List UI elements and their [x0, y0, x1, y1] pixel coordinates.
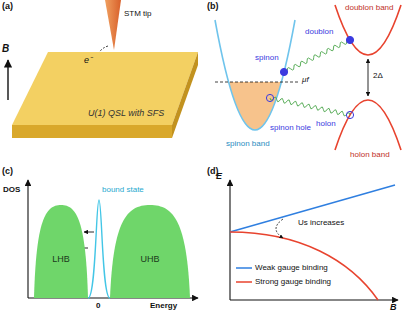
- annotation: Energy: [150, 302, 177, 310]
- legend-line: [236, 267, 252, 269]
- gap-arrow: [368, 59, 369, 96]
- panel-letter: (c): [2, 167, 13, 176]
- holon-band: [335, 100, 401, 150]
- legend-line: [236, 281, 252, 283]
- shape-face: [12, 52, 198, 125]
- annotation: holon band: [350, 151, 390, 159]
- legend-text: Strong gauge binding: [255, 278, 331, 286]
- hollow-particle: [266, 94, 273, 101]
- gauge-string: [270, 97, 350, 116]
- hubbard-band: UHB: [110, 205, 190, 298]
- panel-letter: (b): [207, 2, 219, 11]
- node-label: UHB: [140, 254, 159, 264]
- hollow-particle: [346, 111, 353, 118]
- doublon-band: [335, 5, 401, 55]
- annotation: B: [2, 44, 9, 54]
- annotation: B: [390, 303, 397, 312]
- weak-curve: [230, 185, 395, 232]
- annotation: μf: [302, 76, 309, 84]
- filled-particle: [346, 36, 353, 43]
- gauge-string: [284, 39, 350, 73]
- axis: [230, 299, 398, 300]
- axis: [229, 180, 230, 300]
- node-label: U(1) QSL with SFS: [88, 108, 164, 118]
- annotation: E: [216, 172, 222, 181]
- annotation: bound state: [102, 186, 144, 194]
- bound-state-peak: [88, 200, 110, 298]
- annotation: e⁻: [84, 56, 92, 65]
- shape-face: [12, 125, 172, 138]
- annotation: 0: [96, 302, 100, 310]
- shift-arrow: [84, 232, 94, 233]
- annotation: DOS: [3, 186, 20, 194]
- annotation: spinon band: [226, 140, 270, 148]
- node-shape: [34, 205, 88, 298]
- annotation: holon: [316, 120, 336, 128]
- trend-arrow: [276, 219, 283, 238]
- stm-tip: [105, 0, 121, 50]
- filled-particle: [280, 68, 287, 75]
- strong-curve: [230, 232, 378, 300]
- material-slab: U(1) QSL with SFS: [10, 46, 200, 141]
- annotation: STM tip: [124, 10, 152, 18]
- shape-face: [110, 205, 190, 298]
- panel-letter: (a): [2, 2, 13, 11]
- hubbard-band: LHB: [34, 205, 88, 298]
- node-shape: [110, 205, 190, 298]
- axis: [27, 180, 28, 298]
- shape-face: [34, 205, 88, 298]
- annotation: doublon band: [345, 4, 394, 12]
- annotation: doublon: [305, 28, 333, 36]
- legend-text: Weak gauge binding: [255, 264, 328, 272]
- annotation: spinon: [255, 54, 279, 62]
- field-arrow: [7, 60, 8, 100]
- annotation: 2Δ: [373, 72, 383, 80]
- node-label: LHB: [52, 254, 70, 264]
- fermi-level: [215, 82, 300, 83]
- annotation: Us increases: [298, 219, 344, 227]
- shape-face: [172, 52, 198, 138]
- spinon-band: [215, 20, 295, 130]
- annotation: spinon hole: [270, 124, 311, 132]
- node-shape: [10, 46, 200, 141]
